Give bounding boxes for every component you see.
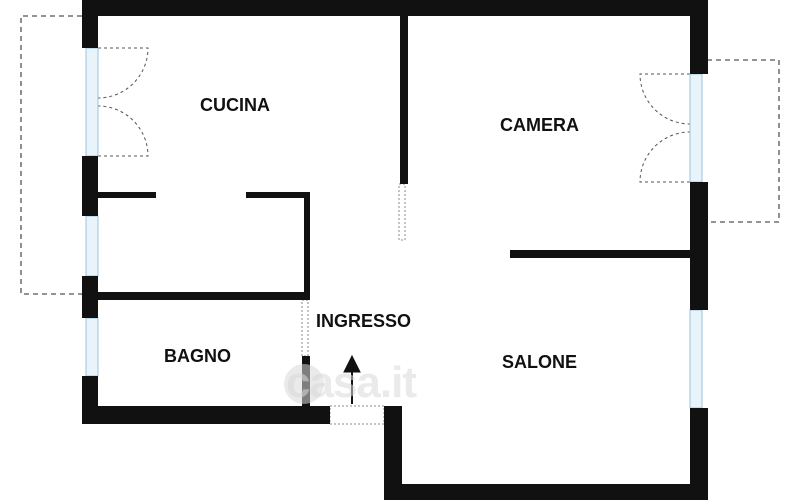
balcony-left xyxy=(20,15,82,295)
entrance-threshold xyxy=(329,405,385,425)
room-label-salone: SALONE xyxy=(502,352,578,372)
windows xyxy=(85,47,703,409)
watermark: casa.it xyxy=(286,358,417,407)
door-ingresso-camera xyxy=(398,183,406,241)
room-label-bagno: BAGNO xyxy=(164,346,231,366)
entrance-arrow xyxy=(343,354,361,404)
walls xyxy=(82,0,708,500)
room-label-camera: CAMERA xyxy=(500,115,579,135)
room-label-ingresso: INGRESSO xyxy=(316,311,412,331)
casa-logo-icon xyxy=(284,364,324,404)
balcony-right xyxy=(707,59,780,223)
door-ingresso-bagno xyxy=(301,299,309,357)
door-swing-cucina xyxy=(97,47,149,157)
room-label-cucina: CUCINA xyxy=(200,95,270,115)
door-swing-camera xyxy=(639,73,691,183)
